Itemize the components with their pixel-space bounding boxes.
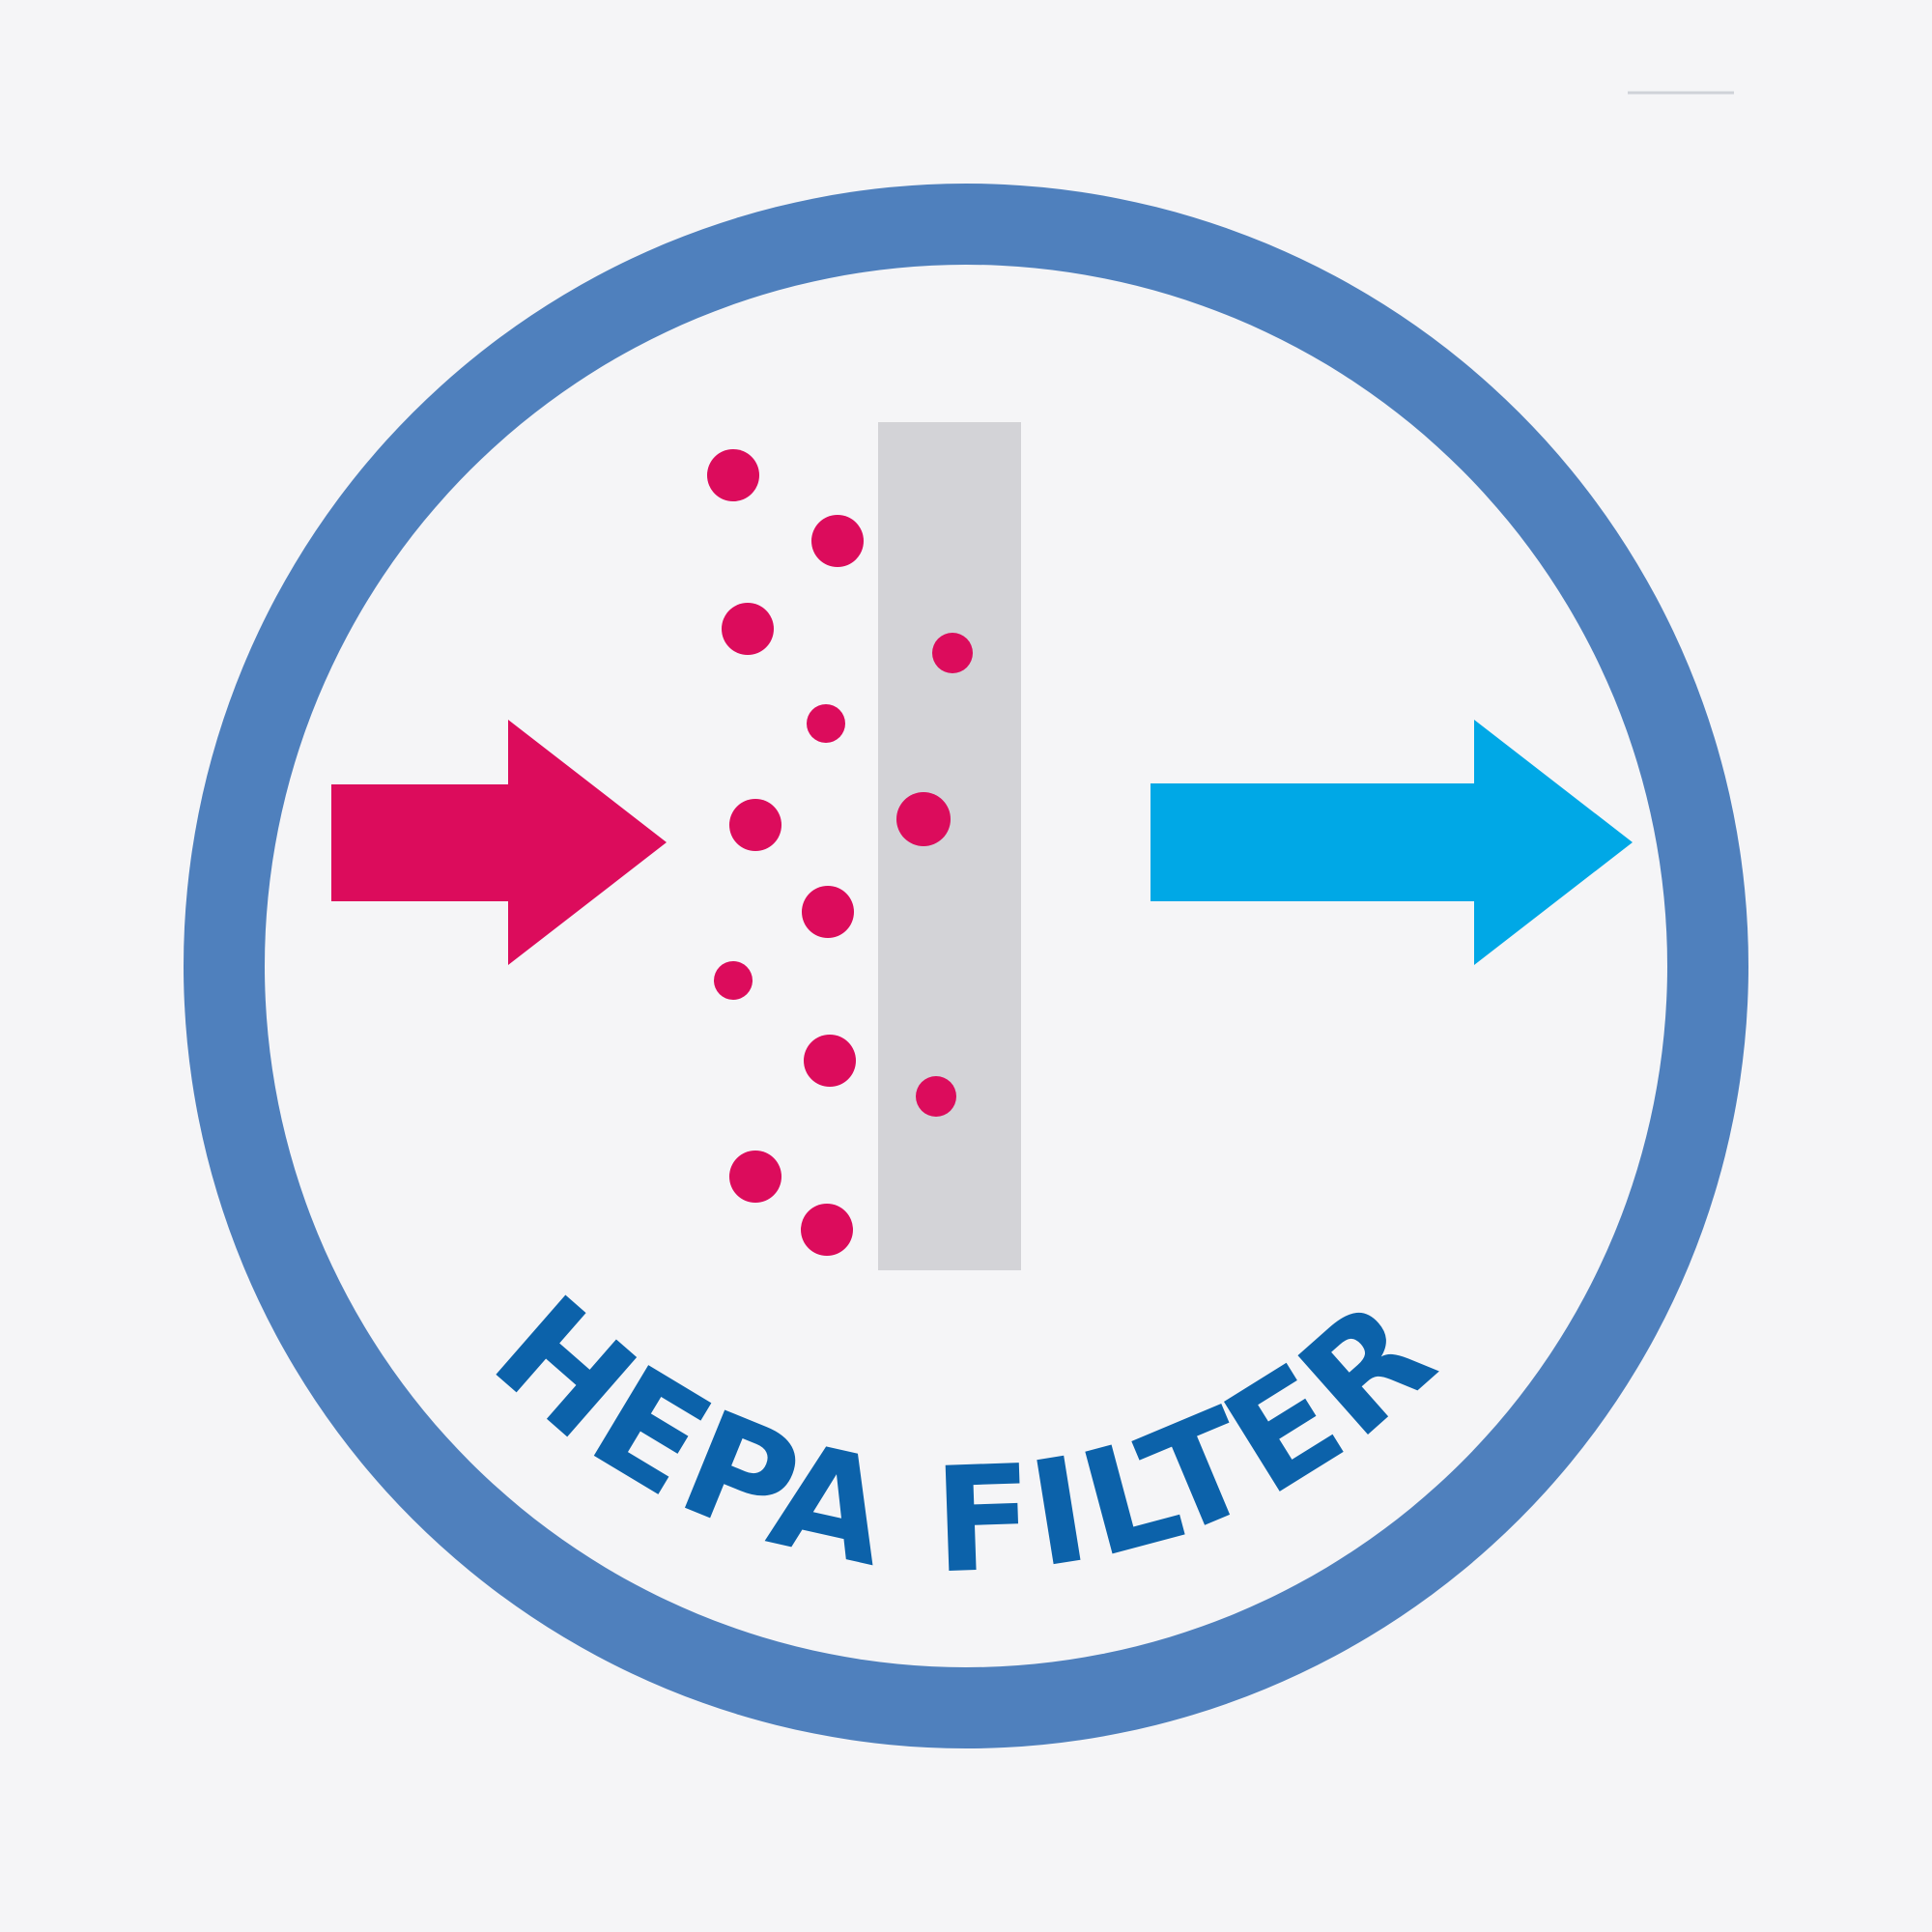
particle-dot-icon [896,792,951,846]
particle-dot-icon [722,603,774,655]
particle-dot-icon [729,1151,781,1203]
particle-dot-icon [714,961,753,1000]
particle-dot-icon [707,449,759,501]
dirty-air-arrow-icon [331,720,667,965]
particle-dot-icon [932,633,973,673]
particle-dot-icon [916,1076,956,1117]
filter-panel-icon [878,422,1021,1270]
particle-dot-icon [801,1204,853,1256]
particle-dot-icon [804,1035,856,1087]
particle-dot-icon [807,704,845,743]
particle-dot-icon [729,799,781,851]
particle-dot-icon [811,515,864,567]
particles [707,449,973,1256]
clean-air-arrow-icon [1151,720,1633,965]
particle-dot-icon [802,886,854,938]
